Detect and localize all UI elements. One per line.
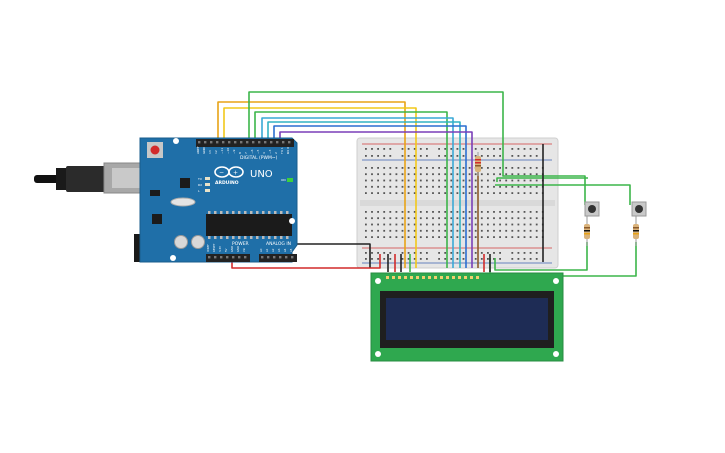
wire-cyan-2	[267, 121, 461, 268]
pin-label: GND	[202, 146, 206, 154]
svg-text:+: +	[233, 170, 238, 177]
usb-chip	[180, 178, 190, 188]
pin-label: ~10	[226, 148, 230, 154]
wires	[217, 91, 637, 277]
arduino-logo-icon: − +	[214, 166, 244, 178]
atmega-chip	[206, 214, 292, 236]
lcd-screen	[386, 298, 548, 340]
pin-label: AREF	[196, 146, 200, 154]
pin-label: ~3	[268, 149, 272, 154]
wire-cyan	[261, 117, 454, 268]
pin-label: ~9	[232, 149, 236, 154]
resistor-1[interactable]	[584, 216, 590, 246]
crystal	[170, 197, 196, 207]
led-label: TX	[197, 177, 202, 181]
pin-label: 8	[238, 152, 242, 154]
wire-green-btn1b	[496, 177, 588, 182]
pin-label: ~6	[250, 149, 254, 154]
board-model: UNO	[250, 169, 273, 180]
pin-label: RESET	[212, 243, 216, 252]
resistor-2[interactable]	[633, 216, 639, 246]
led-label: ON	[281, 178, 286, 182]
pin-label: 4	[262, 152, 266, 154]
wire-red-5v	[231, 254, 381, 269]
wire-black-gnd	[294, 243, 371, 268]
pin-label: 2	[274, 152, 278, 154]
pushbutton-1[interactable]	[584, 201, 600, 217]
pin-label: TX 1	[280, 147, 284, 155]
analog-header	[259, 254, 297, 262]
wire-green-return-1	[494, 242, 588, 271]
pin-label: 13	[208, 150, 212, 154]
digital-label: DIGITAL (PWM~)	[240, 155, 278, 161]
wire-blue	[273, 125, 467, 268]
wire-yellow	[223, 107, 417, 268]
pin-label: ~5	[256, 149, 260, 154]
pin-label: A2	[271, 248, 275, 252]
pin-label: ~11	[220, 148, 224, 154]
led-label: RX	[198, 183, 202, 187]
pin-label: 5V	[224, 248, 228, 252]
wire-purple	[279, 131, 473, 268]
wire-green-btn2	[495, 184, 631, 205]
wire-orange	[217, 101, 406, 268]
pin-label: 12	[214, 150, 218, 154]
board-brand: ARDUINO	[215, 180, 239, 186]
svg-text:−: −	[219, 170, 224, 177]
usb-cable	[34, 175, 59, 183]
breadboard[interactable]	[356, 137, 559, 269]
pin-label: IOREF	[206, 244, 210, 252]
pin-label: RX 0	[286, 147, 290, 154]
wire-green-2	[254, 111, 448, 268]
pin-label: 7	[244, 152, 248, 154]
digital-header	[196, 139, 294, 147]
pin-label: A5	[289, 248, 293, 252]
wire-green-top	[248, 91, 586, 205]
pin-label: Vin	[242, 248, 246, 252]
pin-label: A3	[277, 248, 281, 252]
pin-label: 3.3V	[218, 246, 222, 252]
pin-label: A0	[259, 248, 263, 252]
pin-label: A1	[265, 248, 269, 252]
analog-label: ANALOG IN	[266, 241, 291, 247]
pin-label: A4	[283, 248, 287, 252]
pin-label: GND	[236, 246, 240, 252]
resistor-breadboard[interactable]	[475, 152, 481, 176]
pin-label: GND	[230, 246, 234, 252]
lcd-16x2[interactable]	[370, 272, 564, 362]
pushbutton-2[interactable]	[631, 201, 647, 217]
power-label: POWER	[232, 241, 249, 247]
led-label: L	[198, 189, 200, 193]
